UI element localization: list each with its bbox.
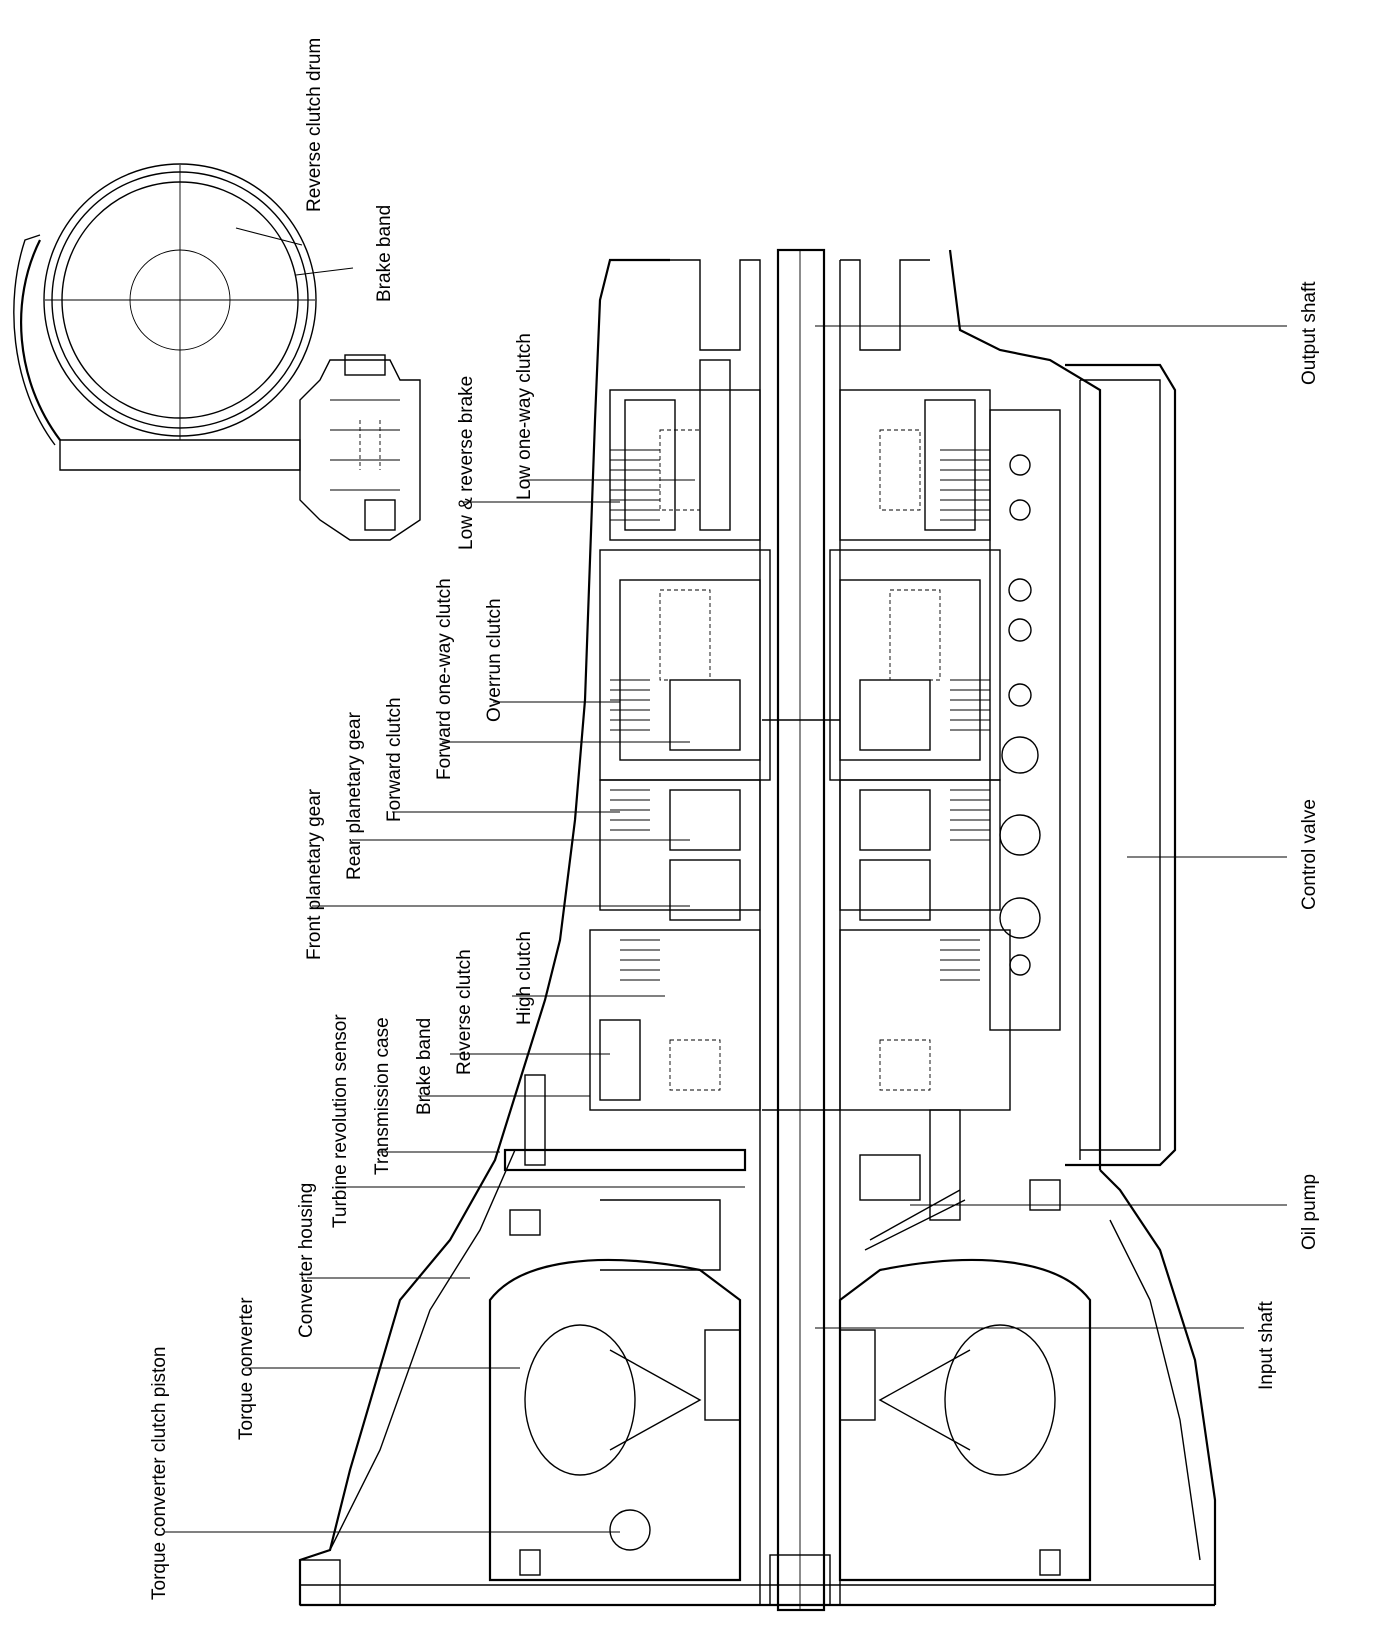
clutch-assemblies-right (829, 389, 1011, 1111)
label-reverse-clutch-drum: Reverse clutch drum (304, 38, 325, 212)
label-forward-one-way-clutch: Forward one-way clutch (434, 578, 455, 780)
label-control-valve: Control valve (1299, 799, 1320, 910)
label-oil-pump: Oil pump (1299, 1174, 1320, 1250)
clutch-assemblies-left (589, 359, 771, 1111)
oil-pump-and-housing (503, 1074, 1061, 1271)
reverse-clutch-drum-inset (13, 163, 421, 541)
label-front-planetary-gear: Front planetary gear (304, 788, 325, 960)
label-torque-converter: Torque converter (236, 1297, 257, 1440)
label-forward-clutch: Forward clutch (384, 697, 405, 822)
label-input-shaft: Input shaft (1256, 1301, 1277, 1390)
label-brake-band-top: Brake band (374, 205, 395, 302)
label-rear-planetary-gear: Rear planetary gear (344, 711, 365, 880)
torque-converter (299, 1258, 1092, 1606)
label-low-one-way-clutch: Low one-way clutch (514, 333, 535, 500)
label-reverse-clutch: Reverse clutch (454, 949, 475, 1075)
label-high-clutch: High clutch (514, 931, 535, 1025)
part-labels: Reverse clutch drum Brake band Output sh… (149, 38, 1320, 1600)
label-overrun-clutch: Overrun clutch (484, 598, 505, 722)
label-turbine-revolution-sensor: Turbine revolution sensor (330, 1014, 351, 1228)
label-transmission-case: Transmission case (372, 1017, 393, 1175)
leader-lines (165, 227, 1287, 1533)
control-valve-body (989, 409, 1061, 1031)
label-torque-converter-clutch-piston: Torque converter clutch piston (149, 1347, 170, 1600)
label-output-shaft: Output shaft (1299, 281, 1320, 385)
label-brake-band: Brake band (414, 1018, 435, 1115)
label-converter-housing: Converter housing (296, 1183, 317, 1338)
label-low-reverse-brake: Low & reverse brake (456, 376, 477, 550)
